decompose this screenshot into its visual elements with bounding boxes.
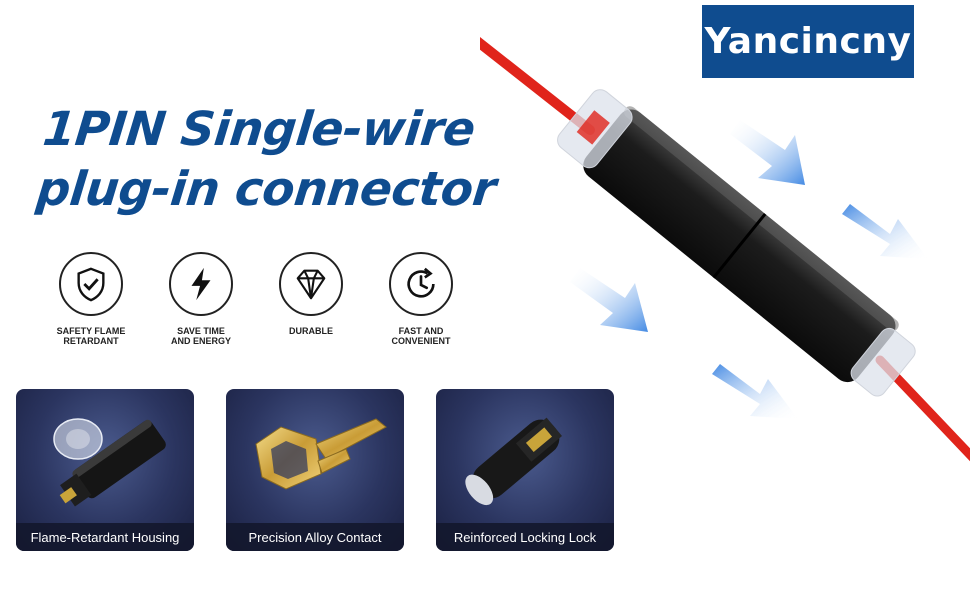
locking-lock-photo [465, 417, 563, 506]
brand-badge: Yancincny [702, 5, 914, 78]
feature-time: SAVE TIME AND ENERGY [146, 252, 256, 346]
card-lock: Reinforced Locking Lock [436, 389, 614, 551]
feature-safety: SAFETY FLAME RETARDANT [36, 252, 146, 346]
alloy-contact-photo [255, 418, 387, 490]
feature-label: SAFETY FLAME RETARDANT [56, 326, 126, 346]
card-caption: Flame-Retardant Housing [16, 523, 194, 551]
arrow-top-right [842, 204, 928, 259]
feature-label: FAST AND CONVENIENT [391, 326, 451, 346]
brand-name: Yancincny [704, 21, 912, 62]
feature-row: SAFETY FLAME RETARDANT SAVE TIME AND ENE… [36, 252, 476, 362]
card-caption: Reinforced Locking Lock [436, 523, 614, 551]
clock-refresh-icon [389, 252, 453, 316]
card-caption: Precision Alloy Contact [226, 523, 404, 551]
feature-durable: DURABLE [256, 252, 366, 336]
headline-line-2: plug-in connector [34, 162, 499, 217]
connector-product-photo [480, 36, 970, 462]
card-housing: Flame-Retardant Housing [16, 389, 194, 551]
shield-check-icon [59, 252, 123, 316]
headline-line-1: 1PIN Single-wire [40, 102, 478, 157]
arrow-bottom-right [712, 364, 798, 419]
lightning-bolt-icon [169, 252, 233, 316]
feature-fast: FAST AND CONVENIENT [366, 252, 476, 346]
feature-label: SAVE TIME AND ENERGY [170, 326, 231, 346]
arrow-bottom-left [570, 268, 648, 332]
connector-housing-photo [53, 418, 166, 507]
diamond-icon [279, 252, 343, 316]
headline: 1PIN Single-wire plug-in connector [34, 100, 505, 220]
arrow-top-left [730, 120, 805, 185]
feature-label: DURABLE [289, 326, 333, 336]
card-contact: Precision Alloy Contact [226, 389, 404, 551]
